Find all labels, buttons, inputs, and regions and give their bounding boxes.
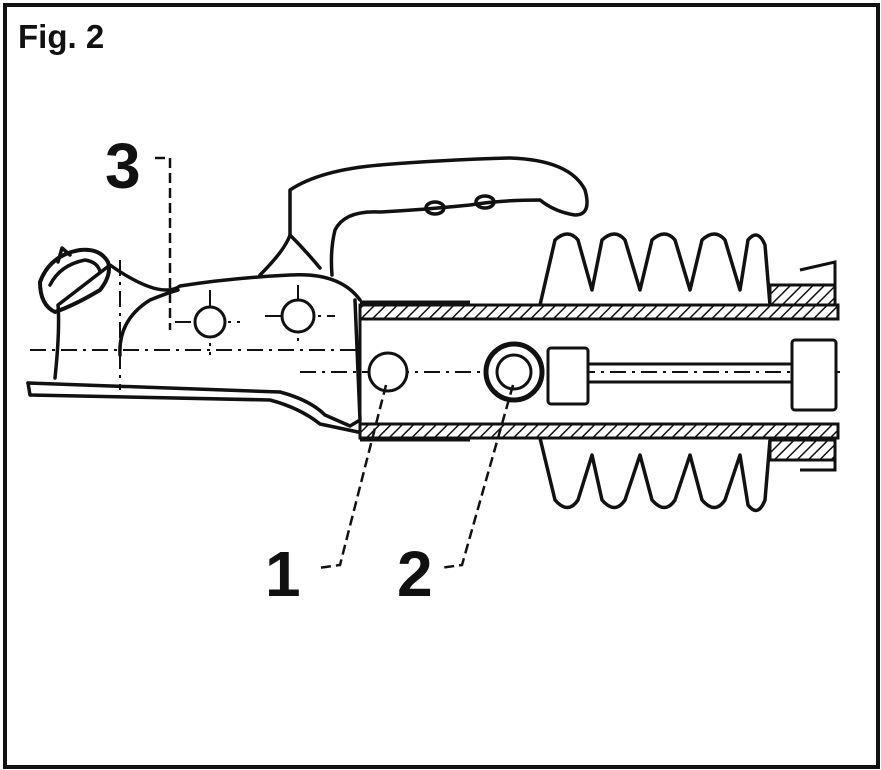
internal-rod (548, 340, 836, 410)
bellows-upper (540, 234, 770, 305)
bolt-1-hole (369, 353, 407, 391)
center-lines (30, 260, 840, 390)
coupling-holes (195, 300, 314, 337)
leader-lines (155, 158, 513, 568)
bellows-lower (540, 438, 770, 510)
callout-2: 2 (397, 538, 433, 610)
callout-1: 1 (265, 538, 301, 610)
bolt-2-hole (486, 344, 542, 400)
callout-3: 3 (105, 130, 141, 202)
